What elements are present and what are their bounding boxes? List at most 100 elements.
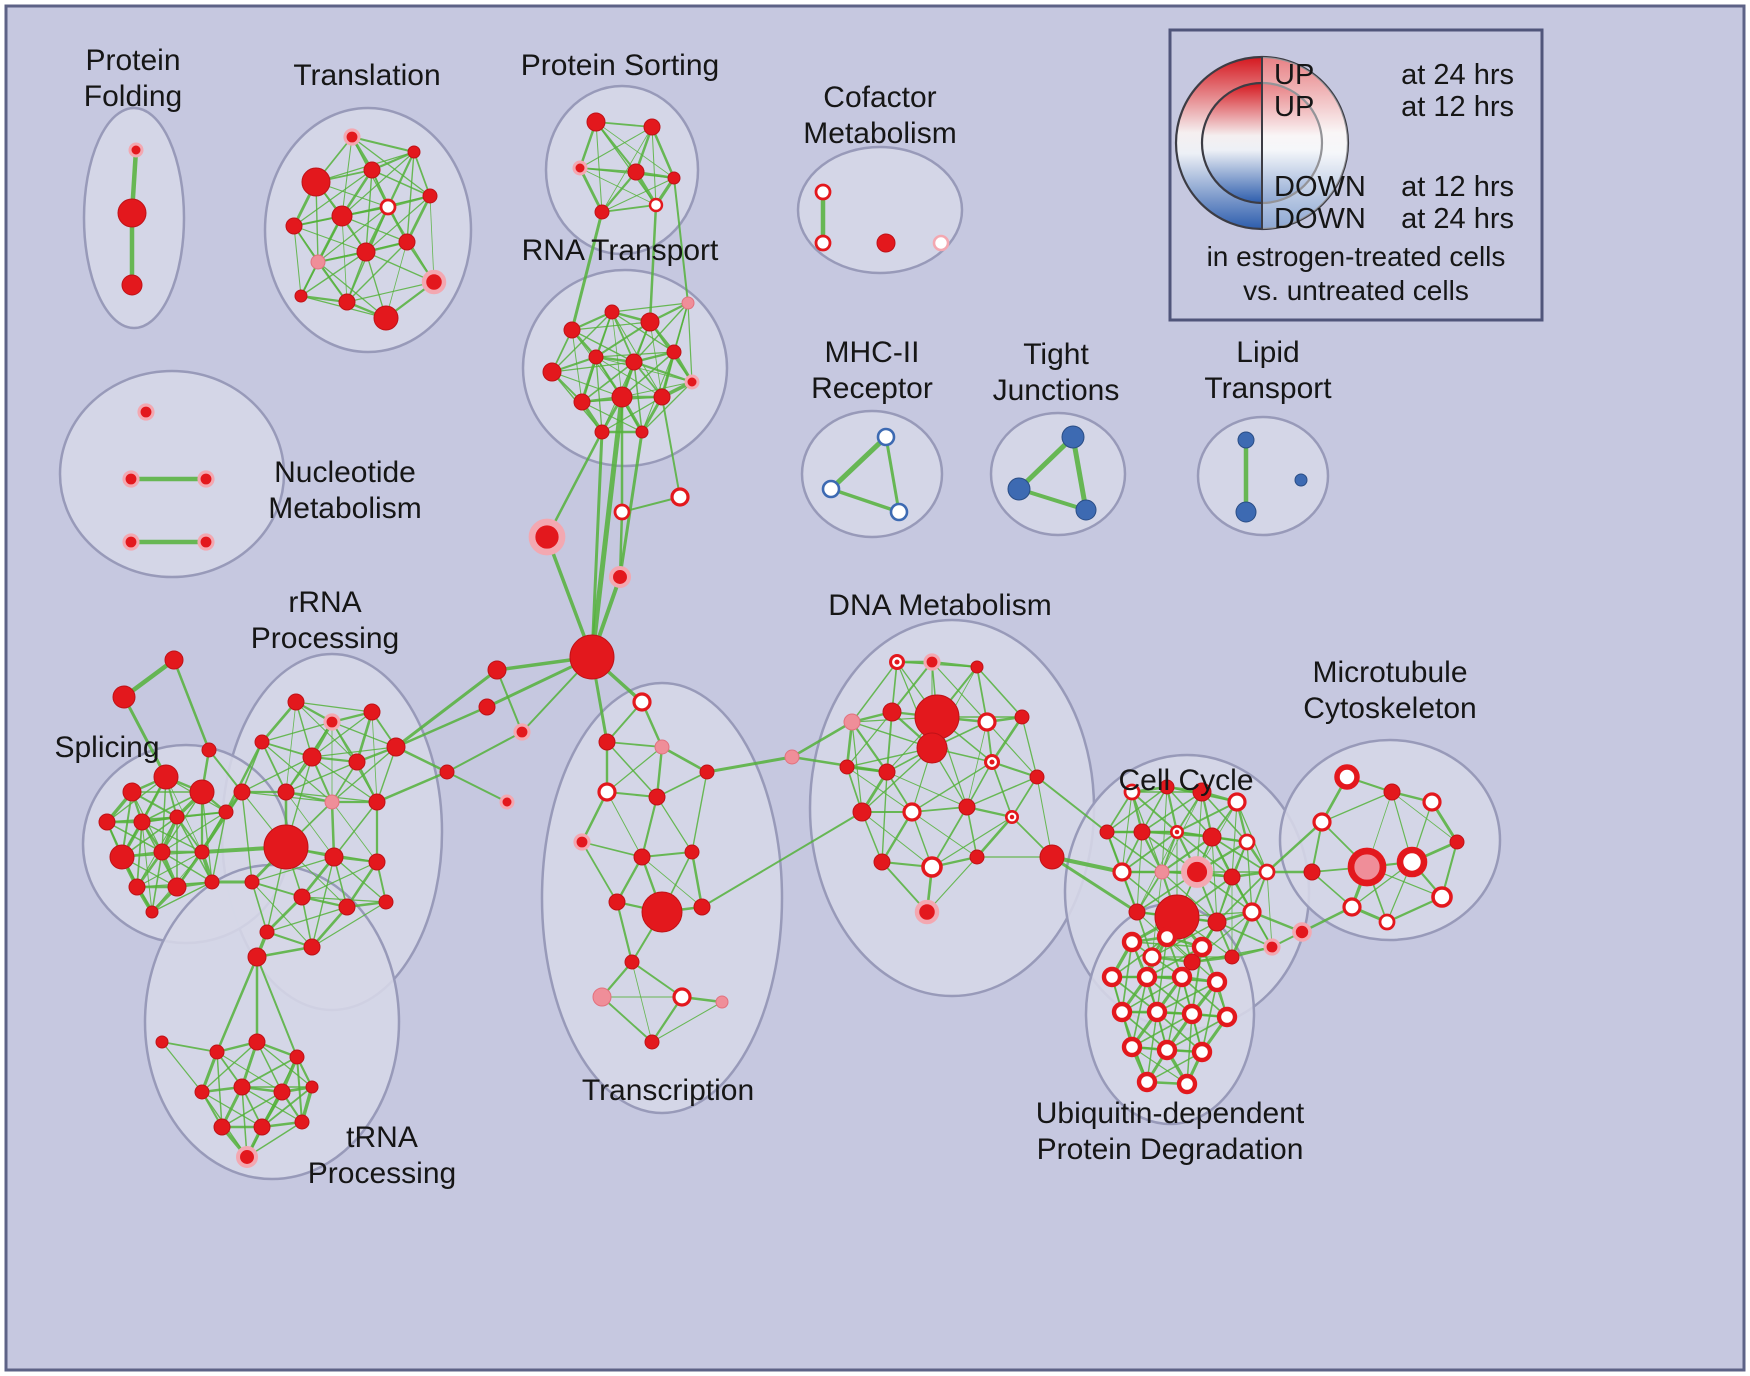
node-circle [302, 747, 322, 767]
node-r [324, 847, 344, 867]
node-rp [513, 723, 531, 741]
node-w [1136, 966, 1158, 988]
node-r [145, 905, 159, 919]
node-r [213, 1118, 231, 1136]
cluster-label-line: Translation [293, 59, 440, 92]
node-circle [563, 321, 581, 339]
node-circle [894, 659, 900, 665]
cluster-label-splicing: Splicing [54, 731, 159, 764]
cluster-label-line: Metabolism [268, 492, 421, 525]
node-o [597, 782, 617, 802]
edge [1131, 1046, 1188, 1085]
edge [261, 721, 333, 743]
node-bo [876, 427, 896, 447]
node-r [194, 1084, 210, 1100]
cluster-label-dna-metabolism: DNA Metabolism [828, 589, 1051, 622]
edge [151, 851, 163, 913]
node-circle [876, 427, 896, 447]
edge [966, 721, 988, 808]
node-r [882, 702, 902, 722]
node-o [1378, 913, 1396, 931]
node-circle [204, 874, 220, 890]
node-o [814, 234, 832, 252]
node-r [422, 188, 438, 204]
node-p [310, 254, 326, 270]
node-rp [323, 713, 341, 731]
node-circle [263, 824, 309, 870]
node-circle [1171, 966, 1193, 988]
node-circle [356, 242, 376, 262]
node-w [1101, 966, 1123, 988]
node-circle [653, 388, 671, 406]
node-circle [839, 759, 855, 775]
node-circle [128, 142, 144, 158]
node-circle [1224, 949, 1240, 965]
node-r [155, 1035, 169, 1049]
node-r [247, 947, 267, 967]
node-wp [1347, 847, 1387, 887]
edge [208, 749, 243, 793]
node-circle [604, 304, 620, 320]
edge [861, 747, 933, 813]
node-r [684, 844, 700, 860]
edge [1186, 1013, 1193, 1085]
node-circle [167, 877, 187, 897]
edge [966, 761, 993, 808]
node-p [784, 749, 800, 765]
edge [375, 770, 449, 804]
node-r [254, 734, 270, 750]
edge [931, 661, 988, 723]
node-circle [681, 296, 695, 310]
edge [691, 771, 708, 853]
node-circle [821, 479, 841, 499]
cluster-label-line: Transport [1204, 372, 1332, 405]
node-rp [1292, 922, 1312, 942]
edge [293, 169, 373, 227]
node-r [253, 1118, 271, 1136]
cluster-label-translation: Translation [293, 59, 440, 92]
node-circle [1142, 947, 1162, 967]
edge [1131, 791, 1178, 833]
edge [590, 430, 604, 659]
node-circle [923, 653, 941, 671]
node-circle [209, 1044, 225, 1060]
node-circle [594, 424, 610, 440]
edge [1070, 434, 1089, 513]
node-circle [235, 1145, 259, 1169]
node-r [356, 242, 376, 262]
node-circle [194, 844, 210, 860]
node-r [1303, 863, 1321, 881]
node-o [1238, 833, 1256, 851]
node-r [563, 321, 581, 339]
node-r [153, 843, 171, 861]
node-circle [1342, 897, 1362, 917]
node-circle [218, 804, 234, 820]
node-r [244, 874, 260, 890]
node-circle [624, 954, 640, 970]
edge [1166, 1016, 1228, 1051]
edge [581, 361, 635, 403]
node-circle [324, 794, 340, 810]
cluster-label-line: Folding [84, 80, 182, 113]
edge [846, 766, 913, 813]
node-circle [843, 713, 861, 731]
node-circle [197, 470, 215, 488]
node-circle [128, 878, 146, 896]
cluster-label-line: Processing [251, 622, 399, 655]
node-r [348, 753, 366, 771]
legend-direction-label: DOWN [1274, 171, 1366, 203]
node-r [633, 848, 651, 866]
node-r [611, 386, 633, 408]
node-w [1206, 971, 1228, 993]
node-circle [902, 802, 922, 822]
edge [1391, 791, 1458, 843]
node-r [273, 1083, 291, 1101]
node-circle [164, 650, 184, 670]
node-po [932, 234, 950, 252]
node-b [1237, 431, 1255, 449]
edge [595, 121, 603, 213]
node-circle [852, 802, 872, 822]
edge [266, 906, 348, 933]
